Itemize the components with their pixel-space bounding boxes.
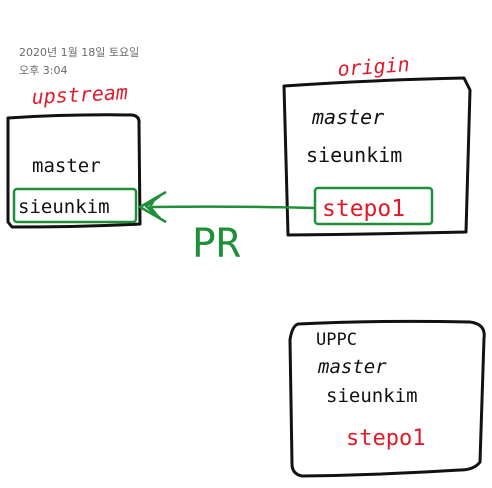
origin-title: origin — [337, 52, 411, 81]
local-branch-master: master — [317, 356, 387, 378]
local-box — [288, 319, 486, 478]
origin-node: origin master sieunkim stepo1 — [282, 52, 472, 237]
origin-branch-stepo1: stepo1 — [322, 196, 405, 222]
upstream-branch-master: master — [32, 155, 101, 177]
pr-arrow-head — [138, 190, 167, 224]
pr-arrow-line — [151, 205, 315, 210]
upstream-title: upstream — [31, 80, 128, 109]
local-node: UPPC master sieunkim stepo1 — [288, 319, 486, 478]
local-branch-stepo1: stepo1 — [346, 426, 425, 451]
note-date: 2020년 1월 18일 토요일 — [19, 46, 140, 59]
local-branch-sieunkim: sieunkim — [326, 385, 418, 407]
upstream-node: upstream master sieunkim — [6, 80, 142, 229]
pr-edge: PR — [138, 190, 315, 267]
origin-branch-highlight — [313, 186, 434, 226]
upstream-branch-highlight — [12, 187, 138, 224]
upstream-box — [6, 113, 142, 229]
origin-branch-master: master — [311, 105, 384, 129]
upstream-branch-sieunkim: sieunkim — [18, 196, 110, 218]
origin-branch-sieunkim: sieunkim — [306, 143, 402, 167]
local-title: UPPC — [316, 330, 357, 350]
pr-label: PR — [192, 221, 241, 267]
note-time: 오후 3:04 — [19, 64, 68, 77]
origin-box — [282, 76, 472, 237]
